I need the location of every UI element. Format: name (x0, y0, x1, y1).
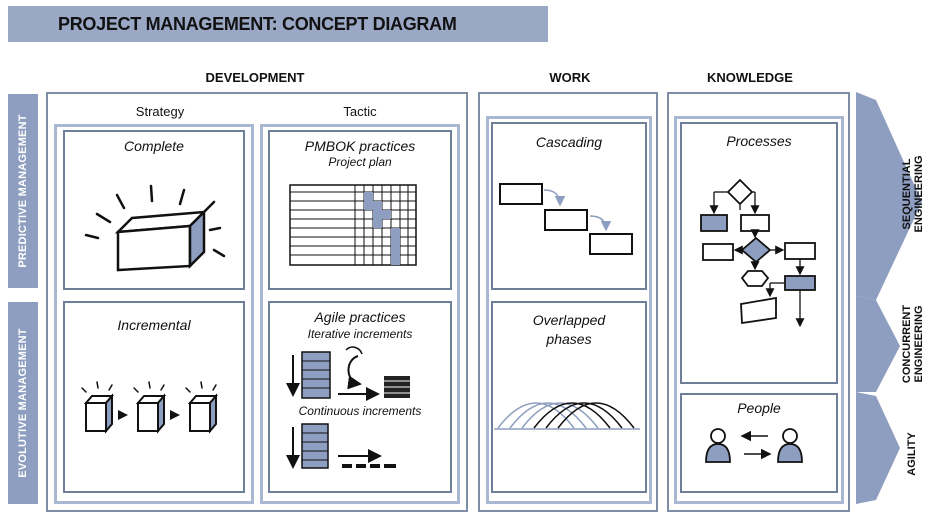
column-header-work: WORK (549, 70, 591, 85)
cell-people (680, 393, 838, 493)
cell-continuous-subtitle: Continuous increments (298, 404, 422, 418)
row-label-predictive: PREDICTIVE MANAGEMENT (8, 94, 38, 288)
label-concurrent-line2: ENGINEERING (913, 305, 925, 383)
agile-iterations-icon (286, 346, 410, 469)
cell-pmbok-title: PMBOK practices (304, 138, 416, 154)
cell-complete-title: Complete (124, 138, 184, 154)
cell-processes-title: Processes (726, 133, 792, 149)
right-arrows-icon (856, 92, 922, 504)
row-label-evolutive: EVOLUTIVE MANAGEMENT (8, 302, 38, 504)
label-concurrent-line1: CONCURRENT (901, 304, 913, 384)
label-concurrent-engineering: CONCURRENT ENGINEERING (888, 300, 926, 390)
column-header-development: DEVELOPMENT (205, 70, 305, 85)
label-sequential-line2: ENGINEERING (913, 155, 925, 233)
subcolumn-tactic: Tactic (343, 104, 377, 119)
incremental-cubes-icon (81, 381, 219, 434)
label-sequential-line1: SEQUENTIAL (901, 158, 913, 230)
processes-flowchart-icon (700, 178, 816, 328)
overlapped-phases-icon (494, 402, 640, 430)
subcolumn-strategy: Strategy (135, 104, 185, 119)
cell-cascading-title: Cascading (535, 134, 603, 150)
cell-overlapped-title-1: Overlapped (532, 312, 606, 328)
title-bar (8, 6, 548, 42)
cell-agile-title: Agile practices (314, 309, 406, 325)
complete-box-icon (84, 184, 226, 272)
cell-overlapped (491, 301, 647, 493)
cell-incremental-title: Incremental (117, 317, 191, 333)
label-sequential-engineering: SEQUENTIAL ENGINEERING (888, 150, 926, 250)
page-title: PROJECT MANAGEMENT: CONCEPT DIAGRAM (58, 14, 457, 34)
project-plan-table-icon (289, 184, 417, 266)
column-header-knowledge: KNOWLEDGE (707, 70, 793, 85)
cell-iterative-subtitle: Iterative increments (307, 327, 413, 341)
label-agility-text: AGILITY (906, 432, 918, 476)
cell-overlapped-title-2: phases (546, 331, 592, 347)
label-agility: AGILITY (888, 410, 926, 500)
cell-cascading (491, 122, 647, 290)
cell-people-title: People (737, 400, 781, 416)
people-exchange-icon (705, 428, 803, 463)
cell-project-plan-subtitle: Project plan (328, 155, 392, 169)
cascading-steps-icon (499, 183, 633, 255)
